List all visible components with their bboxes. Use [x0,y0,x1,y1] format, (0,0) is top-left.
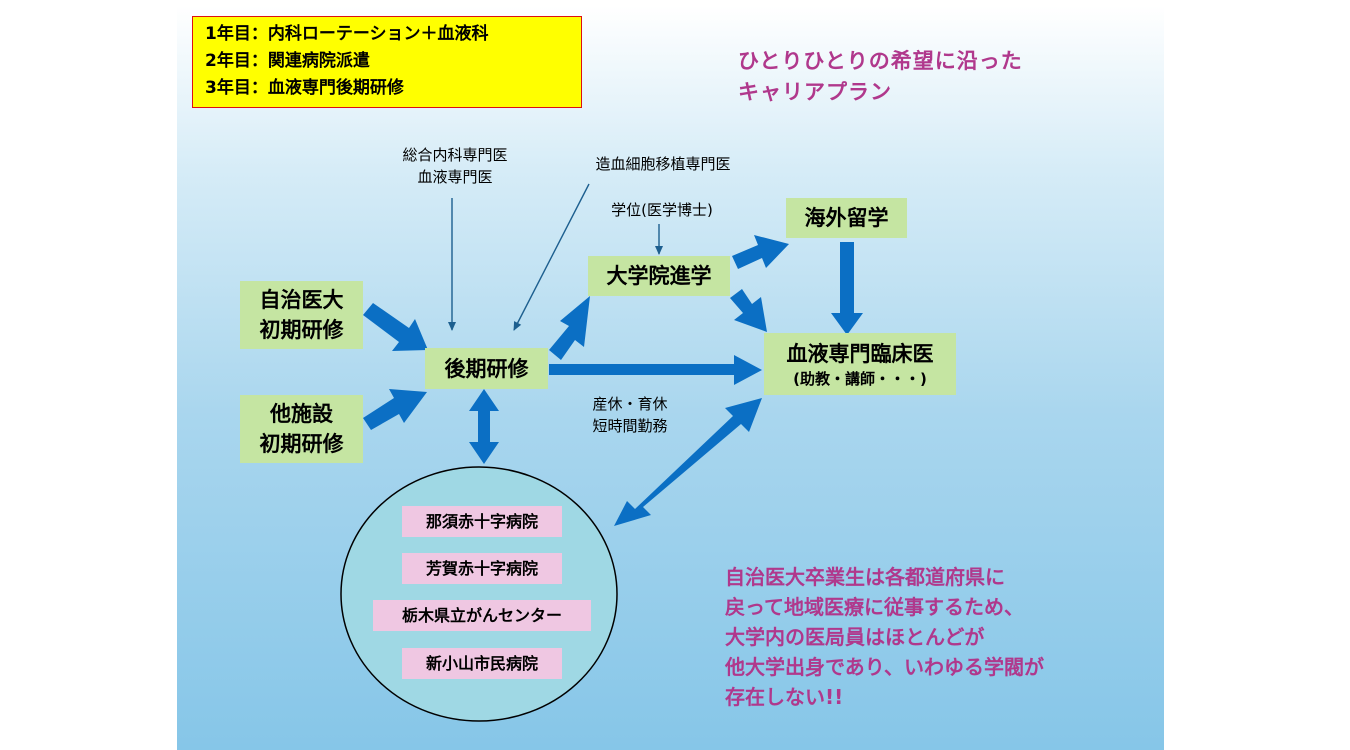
note-line-3: 大学内の医局員はほとんどが [725,625,985,649]
node-jichi-initial-training: 自治医大 初期研修 [240,281,363,349]
arrow-hsct-to-koki [513,183,590,331]
node-overseas-study: 海外留学 [786,198,907,238]
note-line-5: 存在しない!! [725,685,844,709]
node-other-initial-training: 他施設 初期研修 [240,395,363,463]
hsct-label: 造血細胞移植専門医 [595,155,731,173]
leave-label: 産休・育休 短時間勤務 [575,393,685,437]
node-graduate-school: 大学院進学 [588,256,730,296]
leave-label-line-2: 短時間勤務 [592,417,668,435]
arrow-jichi-to-koki [363,303,428,351]
node-clinician-line-2: (助教・講師・・・) [793,370,927,388]
note-line-2: 戻って地域医療に従事するため、 [725,595,1024,619]
note-line-1: 自治医大卒業生は各都道府県に [725,565,1005,589]
note-line-4: 他大学出身であり、いわゆる学閥が [725,655,1044,679]
node-jichi-line-2: 初期研修 [259,318,344,342]
schedule-box: 1年目：内科ローテーション＋血液科 2年目：関連病院派遣 3年目：血液専門後期研… [192,16,582,108]
schedule-line-2: 2年目：関連病院派遣 [205,51,370,71]
alumni-note: 自治医大卒業生は各都道府県に 戻って地域医療に従事するため、 大学内の医局員はほ… [725,562,1044,712]
specialist-label-line-2: 血液専門医 [417,168,493,186]
arrow-koki-to-daigakuin [549,296,590,360]
node-hematology-clinician: 血液専門臨床医 (助教・講師・・・) [764,333,956,395]
arrow-daigakuin-to-kaigai [732,235,789,269]
specialist-label-line-1: 総合内科専門医 [402,146,508,164]
specialist-label: 総合内科専門医 血液専門医 [390,144,520,188]
arrow-other-to-koki [363,389,427,430]
node-late-training: 後期研修 [425,348,548,389]
hospital-nasu: 那須赤十字病院 [402,506,562,537]
schedule-line-1: 1年目：内科ローテーション＋血液科 [205,24,489,44]
degree-label: 学位(医学博士) [611,201,713,219]
arrow-rinsho-hospitals [614,398,762,526]
node-other-line-2: 初期研修 [259,432,344,456]
arrow-kaigai-to-rinsho [831,242,863,335]
tagline-line-1: ひとりひとりの希望に沿った [738,49,1023,73]
node-jichi-line-1: 自治医大 [259,288,344,312]
node-other-line-1: 他施設 [270,402,333,426]
schedule-line-3: 3年目：血液専門後期研修 [205,78,404,98]
tagline-line-2: キャリアプラン [738,80,892,104]
leave-label-line-1: 産休・育休 [592,395,668,413]
arrow-daigakuin-to-rinsho [730,289,767,332]
arrow-koki-to-rinsho [549,355,762,385]
hospital-haga: 芳賀赤十字病院 [402,553,562,584]
hospital-tochigi-cancer-center: 栃木県立がんセンター [373,600,591,631]
career-plan-tagline: ひとりひとりの希望に沿った キャリアプラン [738,46,1023,108]
slide: 1年目：内科ローテーション＋血液科 2年目：関連病院派遣 3年目：血液専門後期研… [177,6,1164,750]
hospital-shin-oyama: 新小山市民病院 [402,648,562,679]
node-clinician-line-1: 血液専門臨床医 [786,342,934,366]
arrow-koki-hospitals [469,389,499,464]
